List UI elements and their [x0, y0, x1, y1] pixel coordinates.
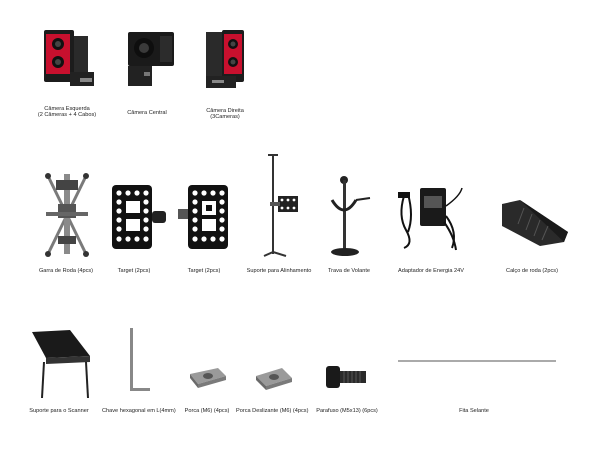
scanner-stand-label: Suporte para o Scanner [29, 408, 89, 414]
camera-left-label: Câmera Esquerda [44, 106, 90, 112]
wheel-chock-label: Calço de roda (2pcs) [506, 268, 558, 274]
power-adapter-label: Adaptador de Energia 24V [398, 268, 464, 274]
camera-left-image [44, 30, 94, 86]
target-1-label: Target (2pcs) [117, 268, 151, 274]
nut-label: Porca (M6) (4pcs) [184, 408, 230, 414]
screw-label: Parafuso (M5x13) (6pcs) [316, 408, 378, 414]
sliding-nut-label: Porca Deslizante (M6) (4pcs) [236, 408, 309, 414]
camera-right-image [206, 30, 244, 88]
hex-key-label: Chave hexagonal em L(4mm) [102, 408, 176, 414]
camera-left-sublabel: (2 Câmeras + 4 Cabos) [37, 112, 97, 119]
target-1-image [112, 185, 166, 249]
power-adapter-image [398, 187, 463, 251]
sliding-nut-image [256, 368, 292, 390]
nut-image [190, 368, 226, 388]
camera-center-image [128, 32, 174, 86]
sealing-tape-label: Fita Selante [459, 408, 489, 414]
steering-lock-image [330, 176, 371, 256]
scanner-stand-image [32, 330, 90, 399]
target-2-image [178, 185, 228, 249]
sealing-tape-image [398, 360, 556, 362]
alignment-stand-image [263, 154, 298, 257]
wheel-clamp-image [45, 173, 89, 257]
camera-right-sublabel: (3Cameras) [210, 114, 240, 121]
camera-right-label: Câmera Direita [206, 108, 244, 114]
screw-image [326, 366, 366, 388]
camera-center-label: Câmera Central [127, 110, 167, 116]
wheel-chock-image [502, 200, 568, 246]
alignment-stand-label: Suporte para Alinhamento [246, 268, 312, 274]
wheel-clamp-label: Garra de Roda (4pcs) [38, 268, 94, 274]
hex-key-image [130, 328, 150, 391]
steering-lock-label: Trava de Volante [327, 268, 371, 274]
target-2-label: Target (2pcs) [187, 268, 221, 274]
